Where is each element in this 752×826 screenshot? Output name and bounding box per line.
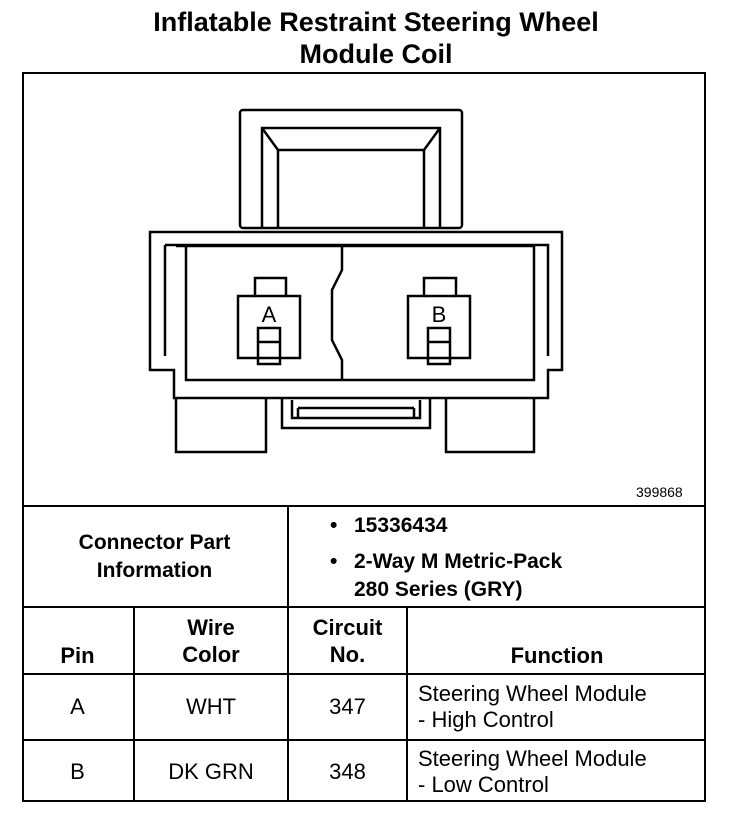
pin-label-a: A: [262, 302, 277, 327]
bullet-icon: •: [330, 514, 338, 537]
divider: [406, 606, 408, 802]
header-function: Function: [510, 643, 604, 668]
connector-type: 2-Way M Metric-Pack: [354, 550, 563, 573]
divider: [22, 739, 706, 741]
row-b-function: Steering Wheel Module - Low Control: [418, 745, 647, 797]
connector-info-label: Connector Part Information: [22, 507, 287, 606]
bullet-item: • 15336434: [330, 512, 562, 540]
bullet-item: • 2-Way M Metric-Pack 280 Series (GRY): [330, 548, 562, 604]
header-wire-color: Wire Color: [182, 614, 240, 667]
divider: [22, 673, 706, 675]
pin-label-b: B: [432, 302, 447, 327]
bullet-icon: •: [330, 550, 338, 573]
row-a-circuit: 347: [329, 694, 366, 719]
cavity-a: [236, 276, 302, 360]
connector-info-bullets: • 15336434 • 2-Way M Metric-Pack 280 Ser…: [330, 512, 562, 604]
title-line-2: Module Coil: [299, 39, 453, 69]
row-b-pin: B: [70, 758, 85, 784]
row-b-circuit: 348: [329, 758, 366, 784]
header-circuit: Circuit No.: [312, 614, 383, 667]
connector-info-label-line2: Information: [96, 558, 213, 582]
divider: [287, 606, 289, 802]
cavity-b: [406, 276, 472, 360]
connector-series: 280 Series (GRY): [354, 578, 523, 601]
connector-latch: [238, 108, 464, 230]
divider: [22, 505, 706, 507]
part-number: 15336434: [354, 514, 448, 537]
title-line-1: Inflatable Restraint Steering Wheel: [153, 7, 599, 37]
row-a-function: Steering Wheel Module - High Control: [418, 681, 647, 732]
figure-number: 399868: [636, 484, 683, 500]
row-a-pin: A: [70, 694, 85, 719]
connector-info-label-line1: Connector Part: [78, 530, 231, 554]
connector-body: [148, 230, 564, 400]
diagram-frame: [22, 72, 706, 802]
divider: [133, 606, 135, 802]
header-pin: Pin: [60, 643, 95, 668]
row-b-wire-color: DK GRN: [168, 758, 254, 784]
row-a-wire-color: WHT: [185, 694, 237, 719]
divider: [287, 505, 289, 606]
divider: [22, 606, 706, 608]
